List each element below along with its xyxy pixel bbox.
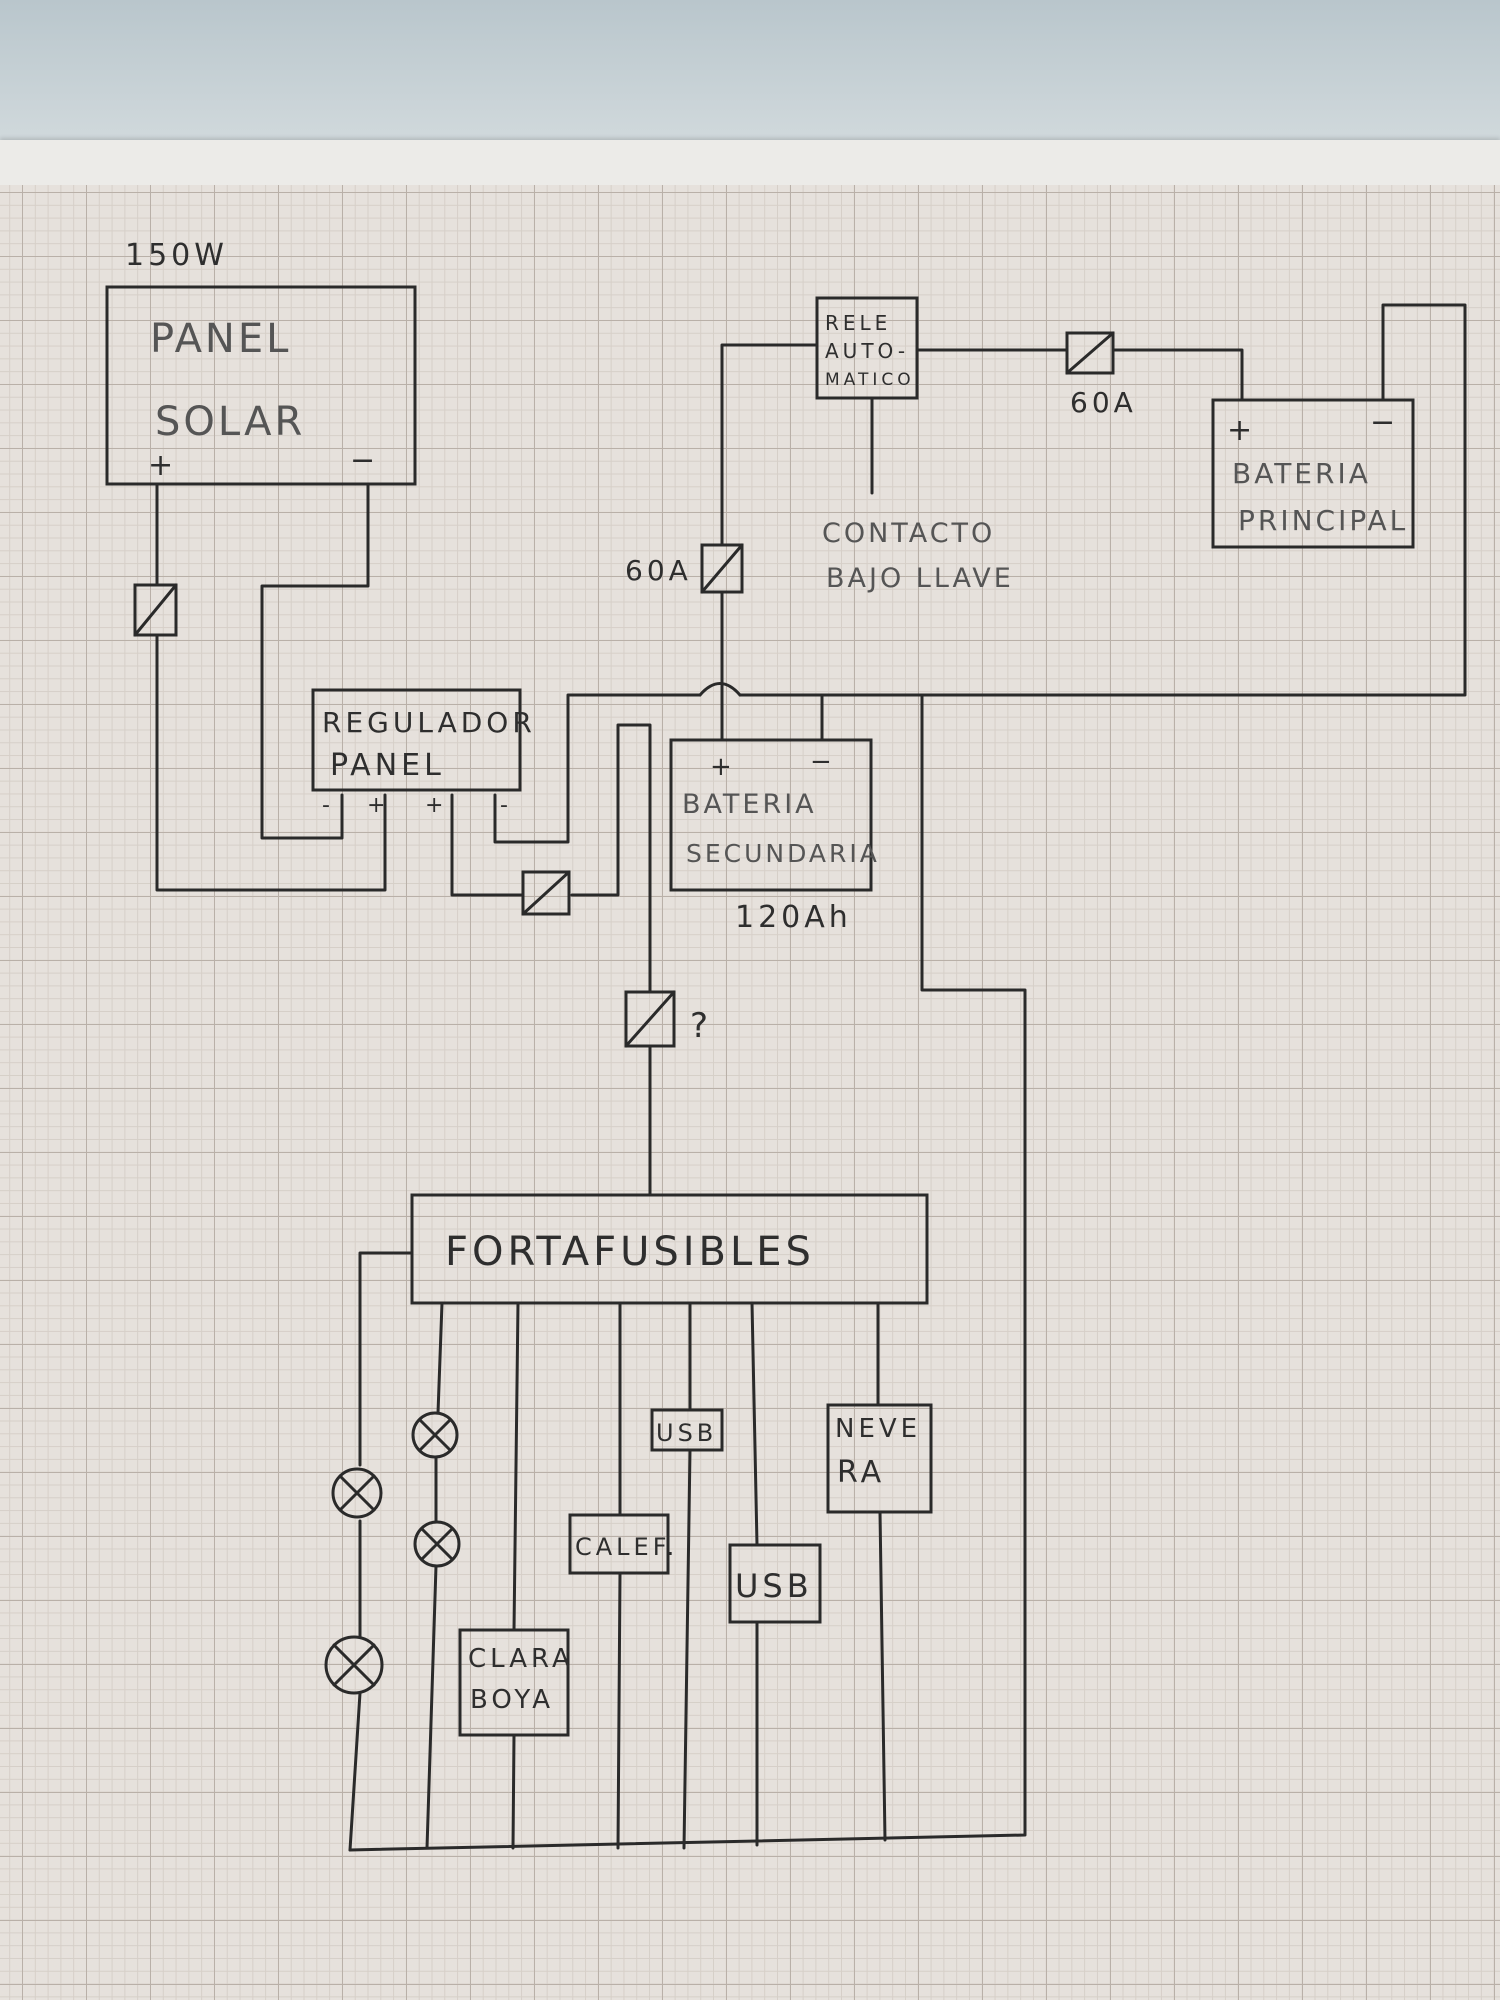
main-battery-plus: + bbox=[1227, 413, 1256, 448]
panel-positive-wire bbox=[155, 482, 387, 892]
main-battery-label-line2: PRINCIPAL bbox=[1238, 504, 1408, 537]
secondary-battery-minus: − bbox=[810, 747, 836, 777]
regulator-terminal-2: + bbox=[367, 793, 389, 818]
secondary-battery-capacity: 120Ah bbox=[735, 900, 852, 935]
panel-minus-terminal: − bbox=[350, 443, 379, 478]
main-fuse-60a: 60A bbox=[1065, 331, 1137, 419]
relay-secondary-battery-wire bbox=[720, 343, 819, 742]
bilge-label-line2: BOYA bbox=[470, 1685, 554, 1715]
main-battery-label-line1: BATERIA bbox=[1232, 457, 1371, 490]
graph-paper bbox=[0, 140, 1500, 2000]
regulator-terminal-3: + bbox=[425, 793, 447, 818]
relay-label-line2: AUTO- bbox=[825, 339, 909, 363]
branch-bilge-pump: CLARA BOYA bbox=[458, 1301, 574, 1850]
heater-label: CALEF. bbox=[575, 1533, 678, 1561]
ignition-label-line2: BAJO LLAVE bbox=[826, 563, 1014, 594]
panel-label-line2: SOLAR bbox=[155, 399, 305, 445]
relay-label-line1: RELE bbox=[825, 311, 891, 335]
negative-bus-wire bbox=[738, 303, 1467, 697]
regulator-terminal-1: - bbox=[322, 793, 334, 818]
branch-fridge: NEVE RA bbox=[826, 1301, 933, 1842]
branch-heater: CALEF. bbox=[568, 1301, 678, 1850]
main-battery-minus: − bbox=[1370, 405, 1399, 440]
feed-fuse-question: ? bbox=[690, 1006, 712, 1046]
automatic-relay: RELE AUTO- MATICO bbox=[815, 296, 919, 400]
panel-fuse bbox=[133, 583, 178, 637]
usb-bottom-label: USB bbox=[735, 1567, 813, 1605]
fuse-box-label: FORTAFUSIBLES bbox=[445, 1229, 815, 1275]
regulator-battery-fuse bbox=[521, 870, 571, 916]
branch-lamps-left bbox=[324, 1251, 414, 1852]
secondary-battery-label-line2: SECUNDARIA bbox=[686, 839, 880, 868]
relay-main-battery-wire bbox=[915, 348, 1244, 402]
branch-usb-top: USB bbox=[650, 1301, 724, 1850]
relay-label-line3: MATICO bbox=[825, 370, 915, 390]
fridge-label-line1: NEVE bbox=[835, 1414, 921, 1444]
secondary-battery-plus: + bbox=[710, 752, 736, 782]
solar-panel: 150W PANEL SOLAR + − bbox=[105, 238, 417, 486]
regulator-label-line1: REGULADOR bbox=[322, 706, 536, 739]
regulator-label-line2: PANEL bbox=[330, 748, 445, 783]
main-battery: + − BATERIA PRINCIPAL bbox=[1211, 398, 1415, 549]
secondary-battery-label-line1: BATERIA bbox=[682, 789, 817, 820]
regulator-battery-positive-wire bbox=[450, 723, 652, 897]
main-fuse-label: 60A bbox=[1070, 386, 1137, 419]
wire-crossover bbox=[698, 682, 742, 697]
panel-power-label: 150W bbox=[125, 238, 228, 273]
panel-plus-terminal: + bbox=[148, 448, 177, 483]
branch-usb-bottom: USB bbox=[728, 1301, 822, 1847]
usb-top-label: USB bbox=[656, 1419, 717, 1447]
fridge-label-line2: RA bbox=[837, 1455, 885, 1490]
ignition-label-line1: CONTACTO bbox=[822, 518, 995, 549]
paper-top-margin bbox=[0, 140, 1500, 185]
negative-return-wire bbox=[348, 693, 1027, 1852]
secondary-battery: + − BATERIA SECUNDARIA 120Ah bbox=[669, 738, 880, 935]
panel-label-line1: PANEL bbox=[150, 316, 291, 362]
fuse-box-feed-fuse: ? bbox=[624, 990, 712, 1048]
relay-fuse-60a: 60A bbox=[625, 543, 744, 594]
regulator-terminal-4: - bbox=[500, 793, 512, 818]
fuse-box: FORTAFUSIBLES bbox=[410, 1193, 929, 1305]
solar-regulator: REGULADOR PANEL - + + - bbox=[311, 688, 536, 818]
panel-negative-wire bbox=[260, 482, 370, 840]
bilge-label-line1: CLARA bbox=[468, 1644, 574, 1674]
branch-lamps-right bbox=[411, 1301, 461, 1850]
regulator-battery-negative-wire bbox=[493, 693, 702, 844]
relay-fuse-label: 60A bbox=[625, 554, 692, 587]
background-wall bbox=[0, 0, 1500, 150]
